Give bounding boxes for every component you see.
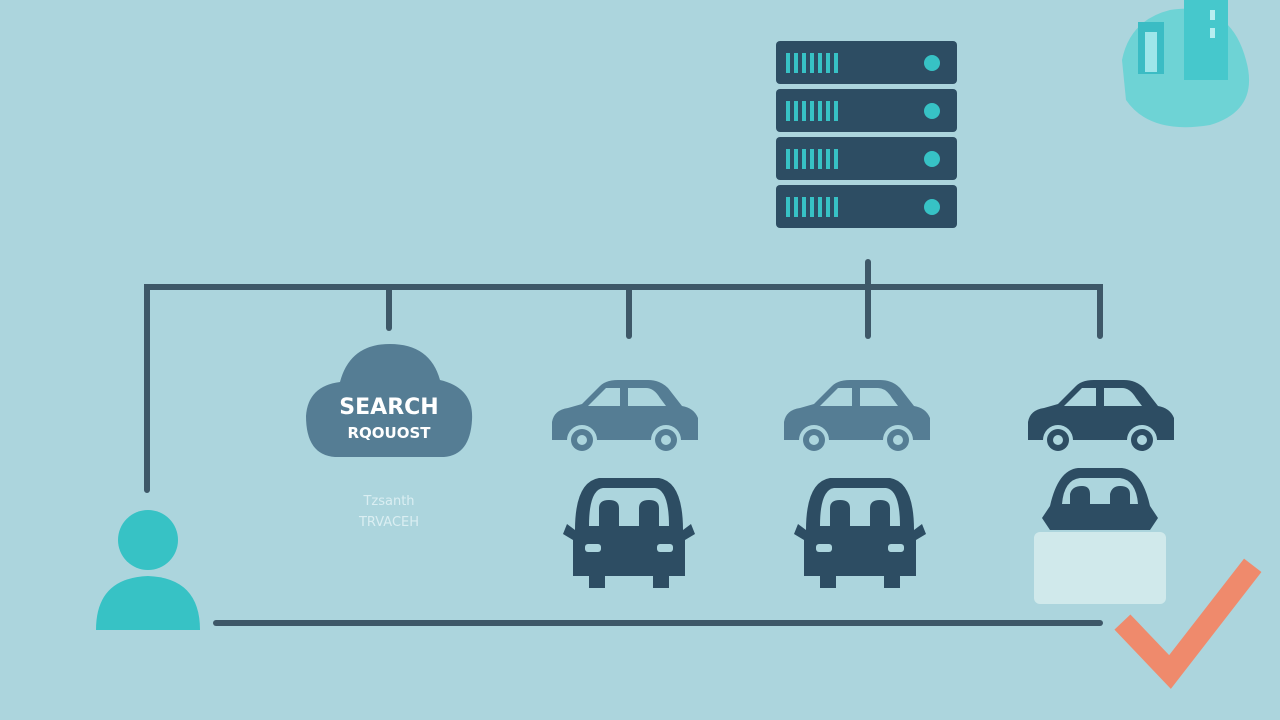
faint-label-line1: Tzsanth [362, 494, 414, 509]
car-icon [784, 380, 930, 455]
checkmark-icon [1114, 558, 1262, 689]
faint-label: Tzsanth TRVACEH [358, 494, 419, 530]
cloud-label-line1: SEARCH [339, 395, 438, 420]
server-rack-icon [776, 41, 957, 228]
server-unit [776, 89, 957, 132]
car-front-icon [1034, 468, 1166, 604]
car-front-icon [563, 478, 695, 588]
connection-lines [144, 259, 1103, 626]
bus-line [144, 284, 1103, 493]
cloud-label-line2: RQOUOST [347, 424, 431, 442]
search-request-cloud: SEARCH RQOUOST [306, 344, 473, 457]
car-icon [552, 380, 698, 455]
server-unit [776, 185, 957, 228]
cloud-icon [306, 344, 473, 457]
car-icon [1028, 380, 1174, 455]
car-front-icon [794, 478, 926, 588]
faint-label-line2: TRVACEH [358, 515, 419, 530]
server-unit [776, 41, 957, 84]
user-icon [96, 510, 200, 630]
server-unit [776, 137, 957, 180]
building-icon [1122, 0, 1250, 128]
